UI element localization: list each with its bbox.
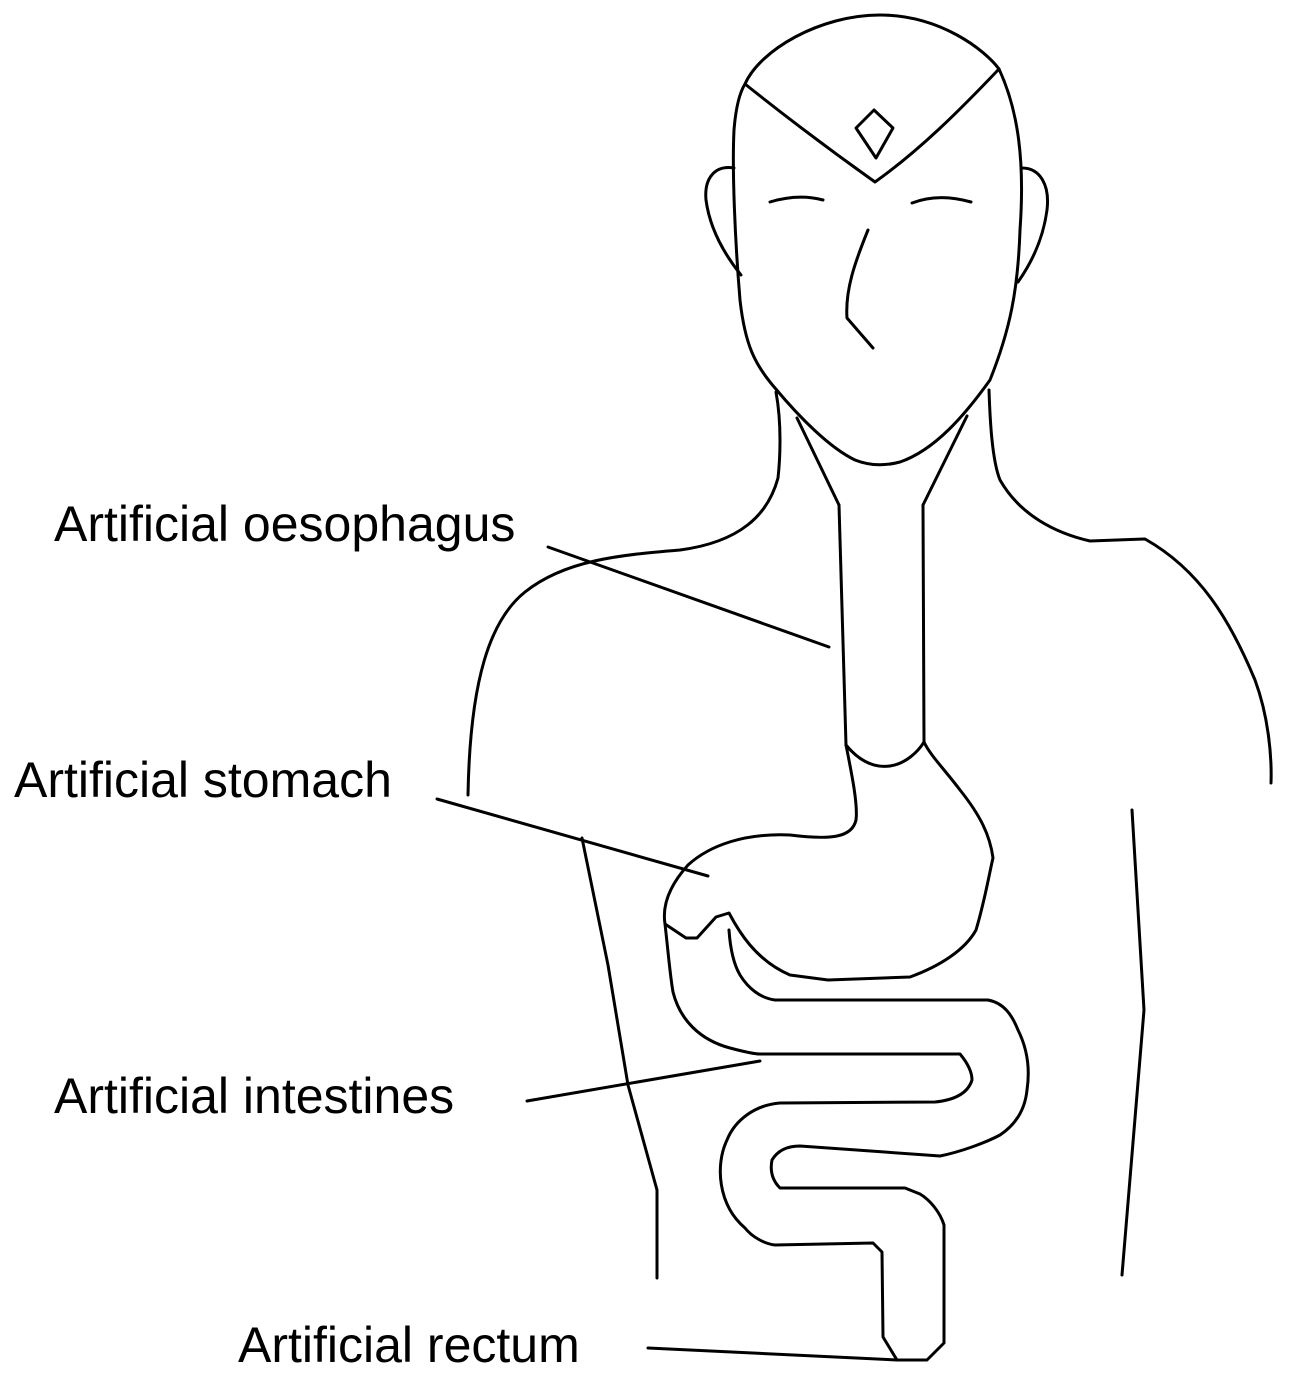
neck-right bbox=[987, 388, 1273, 785]
forehead-gem-icon bbox=[854, 108, 895, 160]
stomach bbox=[662, 740, 995, 982]
left-ear bbox=[704, 166, 743, 277]
right-eyebrow bbox=[910, 196, 973, 205]
head bbox=[704, 13, 1050, 467]
body-left-side bbox=[580, 836, 659, 1280]
stomach-leader-line bbox=[435, 797, 710, 878]
oesophagus-right-wall bbox=[921, 503, 926, 744]
stomach-outer bbox=[662, 740, 995, 982]
intestines bbox=[663, 922, 1030, 1362]
intestines-outer bbox=[663, 922, 1030, 1362]
torso bbox=[466, 388, 1273, 1280]
rectum-leader-line bbox=[646, 1346, 899, 1362]
right-ear bbox=[1016, 166, 1050, 284]
stomach-label: Artificial stomach bbox=[14, 752, 392, 808]
oesophagus-left-wall bbox=[837, 503, 848, 747]
neck-inner-right bbox=[921, 414, 969, 507]
body-right-side bbox=[1120, 808, 1146, 1277]
intestines-leader-line bbox=[525, 1059, 762, 1103]
stomach-top bbox=[844, 740, 926, 768]
neck-inner-left bbox=[795, 416, 841, 507]
oesophagus bbox=[837, 503, 926, 747]
left-eyebrow bbox=[768, 195, 825, 204]
oesophagus-leader-line bbox=[546, 545, 831, 649]
leader-lines bbox=[435, 545, 899, 1362]
intestines-label: Artificial intestines bbox=[54, 1068, 454, 1124]
rectum-label: Artificial rectum bbox=[238, 1317, 580, 1373]
oesophagus-label: Artificial oesophagus bbox=[54, 496, 515, 552]
nose bbox=[845, 228, 875, 350]
head-outline bbox=[731, 13, 1024, 467]
labels: Artificial oesophagus Artificial stomach… bbox=[14, 496, 580, 1373]
neck-left bbox=[466, 390, 782, 797]
hairline bbox=[743, 67, 1001, 184]
